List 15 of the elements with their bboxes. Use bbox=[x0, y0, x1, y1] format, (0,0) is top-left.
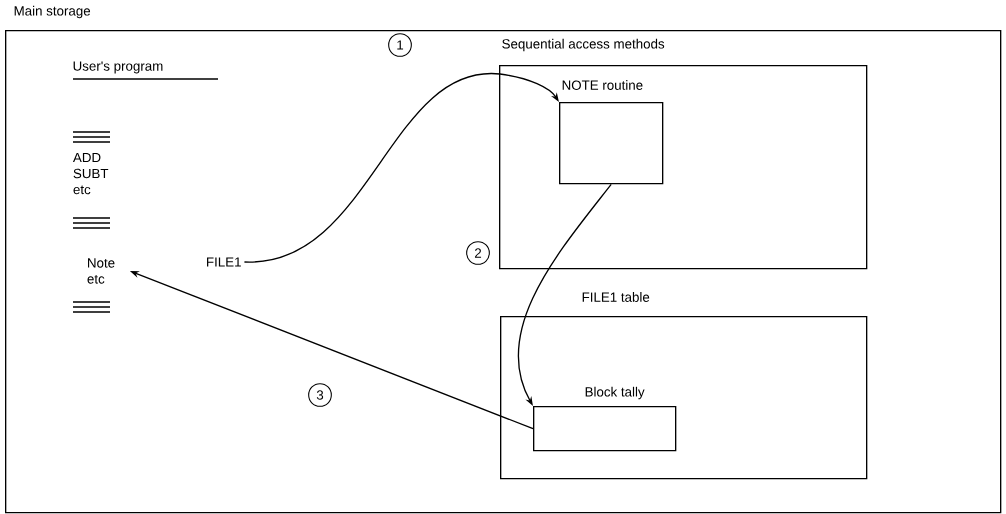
callout-number: 3 bbox=[308, 383, 332, 407]
program-text: ADD SUBT etc bbox=[72, 152, 109, 195]
callout-number: 1 bbox=[388, 33, 412, 57]
node-label: Main storage bbox=[14, 5, 91, 19]
storage-box: Block tally bbox=[533, 386, 677, 452]
callout-number: 2 bbox=[466, 241, 490, 265]
node-label: FILE1 table bbox=[582, 292, 650, 302]
arrow bbox=[243, 73, 559, 263]
storage-box: NOTE routine bbox=[559, 80, 664, 185]
program-text: Note etc bbox=[87, 258, 115, 284]
node-label: Sequential access methods bbox=[502, 38, 665, 52]
node-label: NOTE routine bbox=[562, 80, 643, 90]
program-text: FILE1 bbox=[207, 257, 241, 267]
node-label: Block tally bbox=[585, 386, 645, 400]
heading: User's program bbox=[73, 61, 163, 74]
